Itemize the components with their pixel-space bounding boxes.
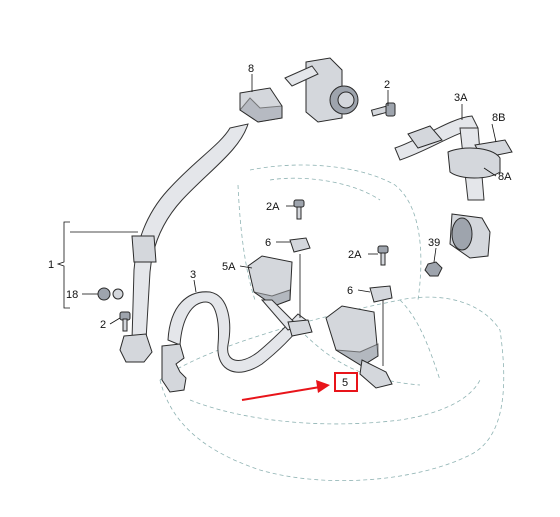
callout-2-top: 2 <box>384 79 390 91</box>
part-2a-bolt-right <box>377 245 389 266</box>
part-retractor-top <box>284 57 359 123</box>
part-2-bolt-top <box>370 102 396 117</box>
part-retractor-right <box>449 213 491 259</box>
part-5-buckle <box>325 305 393 389</box>
part-1-belt <box>119 123 249 363</box>
part-6-bracket-right <box>369 285 393 303</box>
callout-2a-right: 2A <box>348 249 362 261</box>
part-5a-buckle <box>247 255 313 337</box>
callout-8b: 8B <box>492 112 505 124</box>
callout-labels: 8 2 3A 8B 8A 1 2A 6 5A 3 2A 6 39 18 2 5 <box>48 63 512 389</box>
highlight-box <box>334 372 358 392</box>
callout-2a-left: 2A <box>266 201 280 213</box>
leader-lines <box>56 74 497 366</box>
callout-18: 18 <box>66 289 78 301</box>
part-8-cover <box>239 87 283 123</box>
seat-outline <box>159 164 505 481</box>
part-3-belt <box>161 291 307 393</box>
callout-6-right: 6 <box>347 285 353 297</box>
part-39-nut <box>424 261 443 277</box>
callout-3: 3 <box>190 269 196 281</box>
callout-5a: 5A <box>222 261 236 273</box>
part-2-bolt-left <box>119 311 131 332</box>
part-6-bracket-left <box>289 237 311 253</box>
highlight-arrow <box>241 380 330 401</box>
part-2a-bolt-left <box>293 199 305 220</box>
callout-6-left: 6 <box>265 237 271 249</box>
callout-2-left: 2 <box>100 319 106 331</box>
callout-1: 1 <box>48 259 54 271</box>
part-8a-cover <box>447 147 501 179</box>
callout-39: 39 <box>428 237 440 249</box>
callout-3a: 3A <box>454 92 468 104</box>
part-18-washer <box>97 287 124 301</box>
callout-5: 5 <box>342 377 348 389</box>
callout-8: 8 <box>248 63 254 75</box>
callout-8a: 8A <box>498 171 512 183</box>
